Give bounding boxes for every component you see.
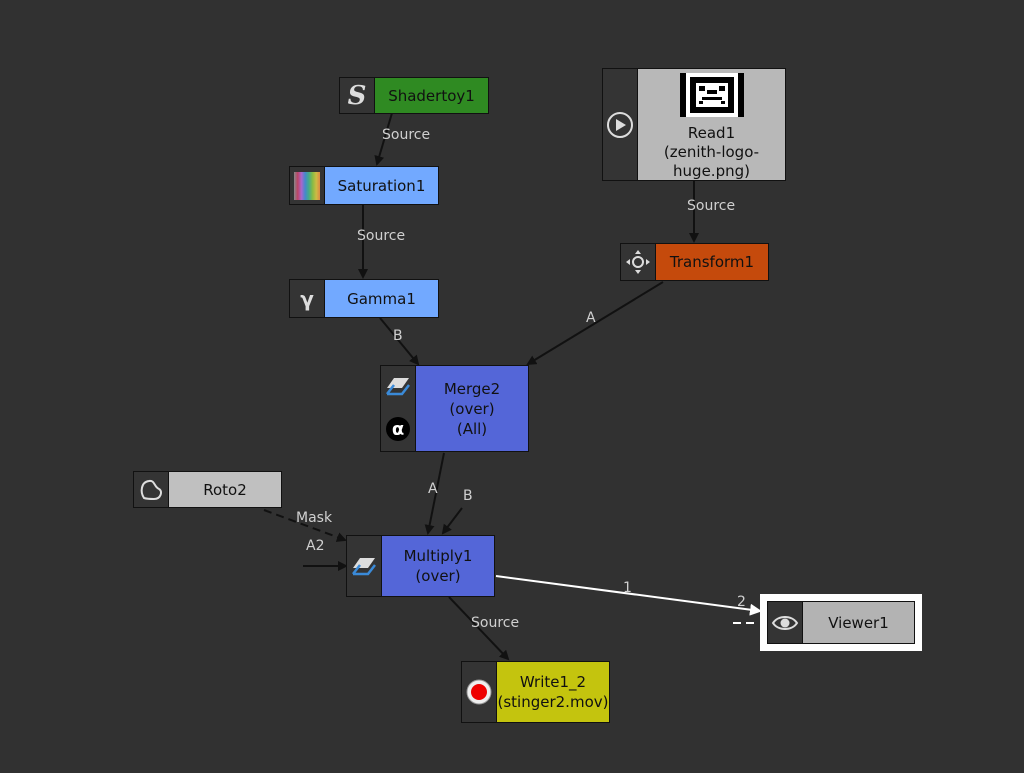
node-label: Saturation1 [337, 176, 426, 195]
edge-roto-mask[interactable] [263, 509, 347, 542]
edge-label-b: B [463, 488, 473, 504]
viewer-selection-outline: Viewer1 [760, 594, 922, 651]
edge-merge-multiply-a[interactable] [424, 452, 445, 535]
node-label: Gamma1 [347, 289, 416, 308]
edge-label-source: Source [357, 228, 406, 244]
roto-shape-icon [134, 472, 169, 507]
node-label: Transform1 [669, 253, 755, 271]
edge-label-a: A [428, 481, 438, 497]
node-op-label: (over) [449, 399, 495, 418]
edge-label-source: Source [687, 198, 736, 214]
edge-label-a: A [586, 310, 596, 326]
node-op-label: (over) [415, 567, 461, 585]
node-channels-label: (All) [456, 419, 488, 438]
edge-shadertoy-saturation[interactable] [374, 112, 393, 166]
node-merge2[interactable]: α Merge2 (over) (All) [380, 365, 529, 452]
edge-label-output-1: 1 [623, 580, 632, 596]
node-label: Viewer1 [828, 613, 889, 632]
node-label: Roto2 [203, 480, 247, 499]
edge-label-source: Source [382, 127, 431, 143]
play-icon [603, 69, 638, 180]
edge-multiply-write[interactable] [448, 596, 510, 661]
gamma-icon: γ [290, 280, 325, 317]
edge-label-a2: A2 [306, 538, 325, 554]
record-icon [462, 662, 497, 722]
node-roto2[interactable]: Roto2 [133, 471, 282, 508]
merge-layers-icon [386, 378, 410, 396]
shadertoy-s-icon: S [340, 78, 375, 113]
edge-label-source: Source [471, 615, 520, 631]
alpha-icon: α [386, 416, 410, 441]
edge-merge-multiply-b[interactable] [441, 507, 463, 535]
node-label: Read1 [687, 124, 736, 142]
node-label: Write1_2 [519, 673, 587, 691]
node-viewer1[interactable]: Viewer1 [767, 601, 915, 644]
edge-label-input-2: 2 [737, 594, 746, 610]
edge-transform-merge[interactable] [526, 281, 664, 366]
node-label: Multiply1 [403, 547, 473, 565]
merge-layers-icon [347, 536, 382, 596]
node-file-label: (zenith-logo-huge.png) [663, 143, 760, 180]
edge-label-mask: Mask [296, 510, 333, 526]
node-label: Shadertoy1 [388, 86, 475, 105]
edge-gamma-merge[interactable] [379, 317, 420, 366]
eye-icon [768, 602, 803, 643]
node-gamma1[interactable]: γ Gamma1 [289, 279, 439, 318]
svg-text:α: α [392, 419, 404, 440]
node-transform1[interactable]: Transform1 [620, 243, 769, 281]
node-read1[interactable]: Read1 (zenith-logo-huge.png) [602, 68, 786, 181]
node-multiply1[interactable]: Multiply1 (over) [346, 535, 495, 597]
thumbnail-logo [679, 73, 744, 117]
merge-icon-column: α [381, 366, 416, 451]
node-file-label: (stinger2.mov) [497, 693, 609, 711]
node-label: Merge2 [443, 379, 501, 398]
node-write1-2[interactable]: Write1_2 (stinger2.mov) [461, 661, 610, 723]
color-gradient-icon [290, 167, 325, 204]
transform-icon [621, 244, 656, 280]
edge-label-b: B [393, 328, 403, 344]
node-shadertoy1[interactable]: S Shadertoy1 [339, 77, 489, 114]
edge-multiply-viewer[interactable] [495, 575, 762, 616]
node-saturation1[interactable]: Saturation1 [289, 166, 439, 205]
